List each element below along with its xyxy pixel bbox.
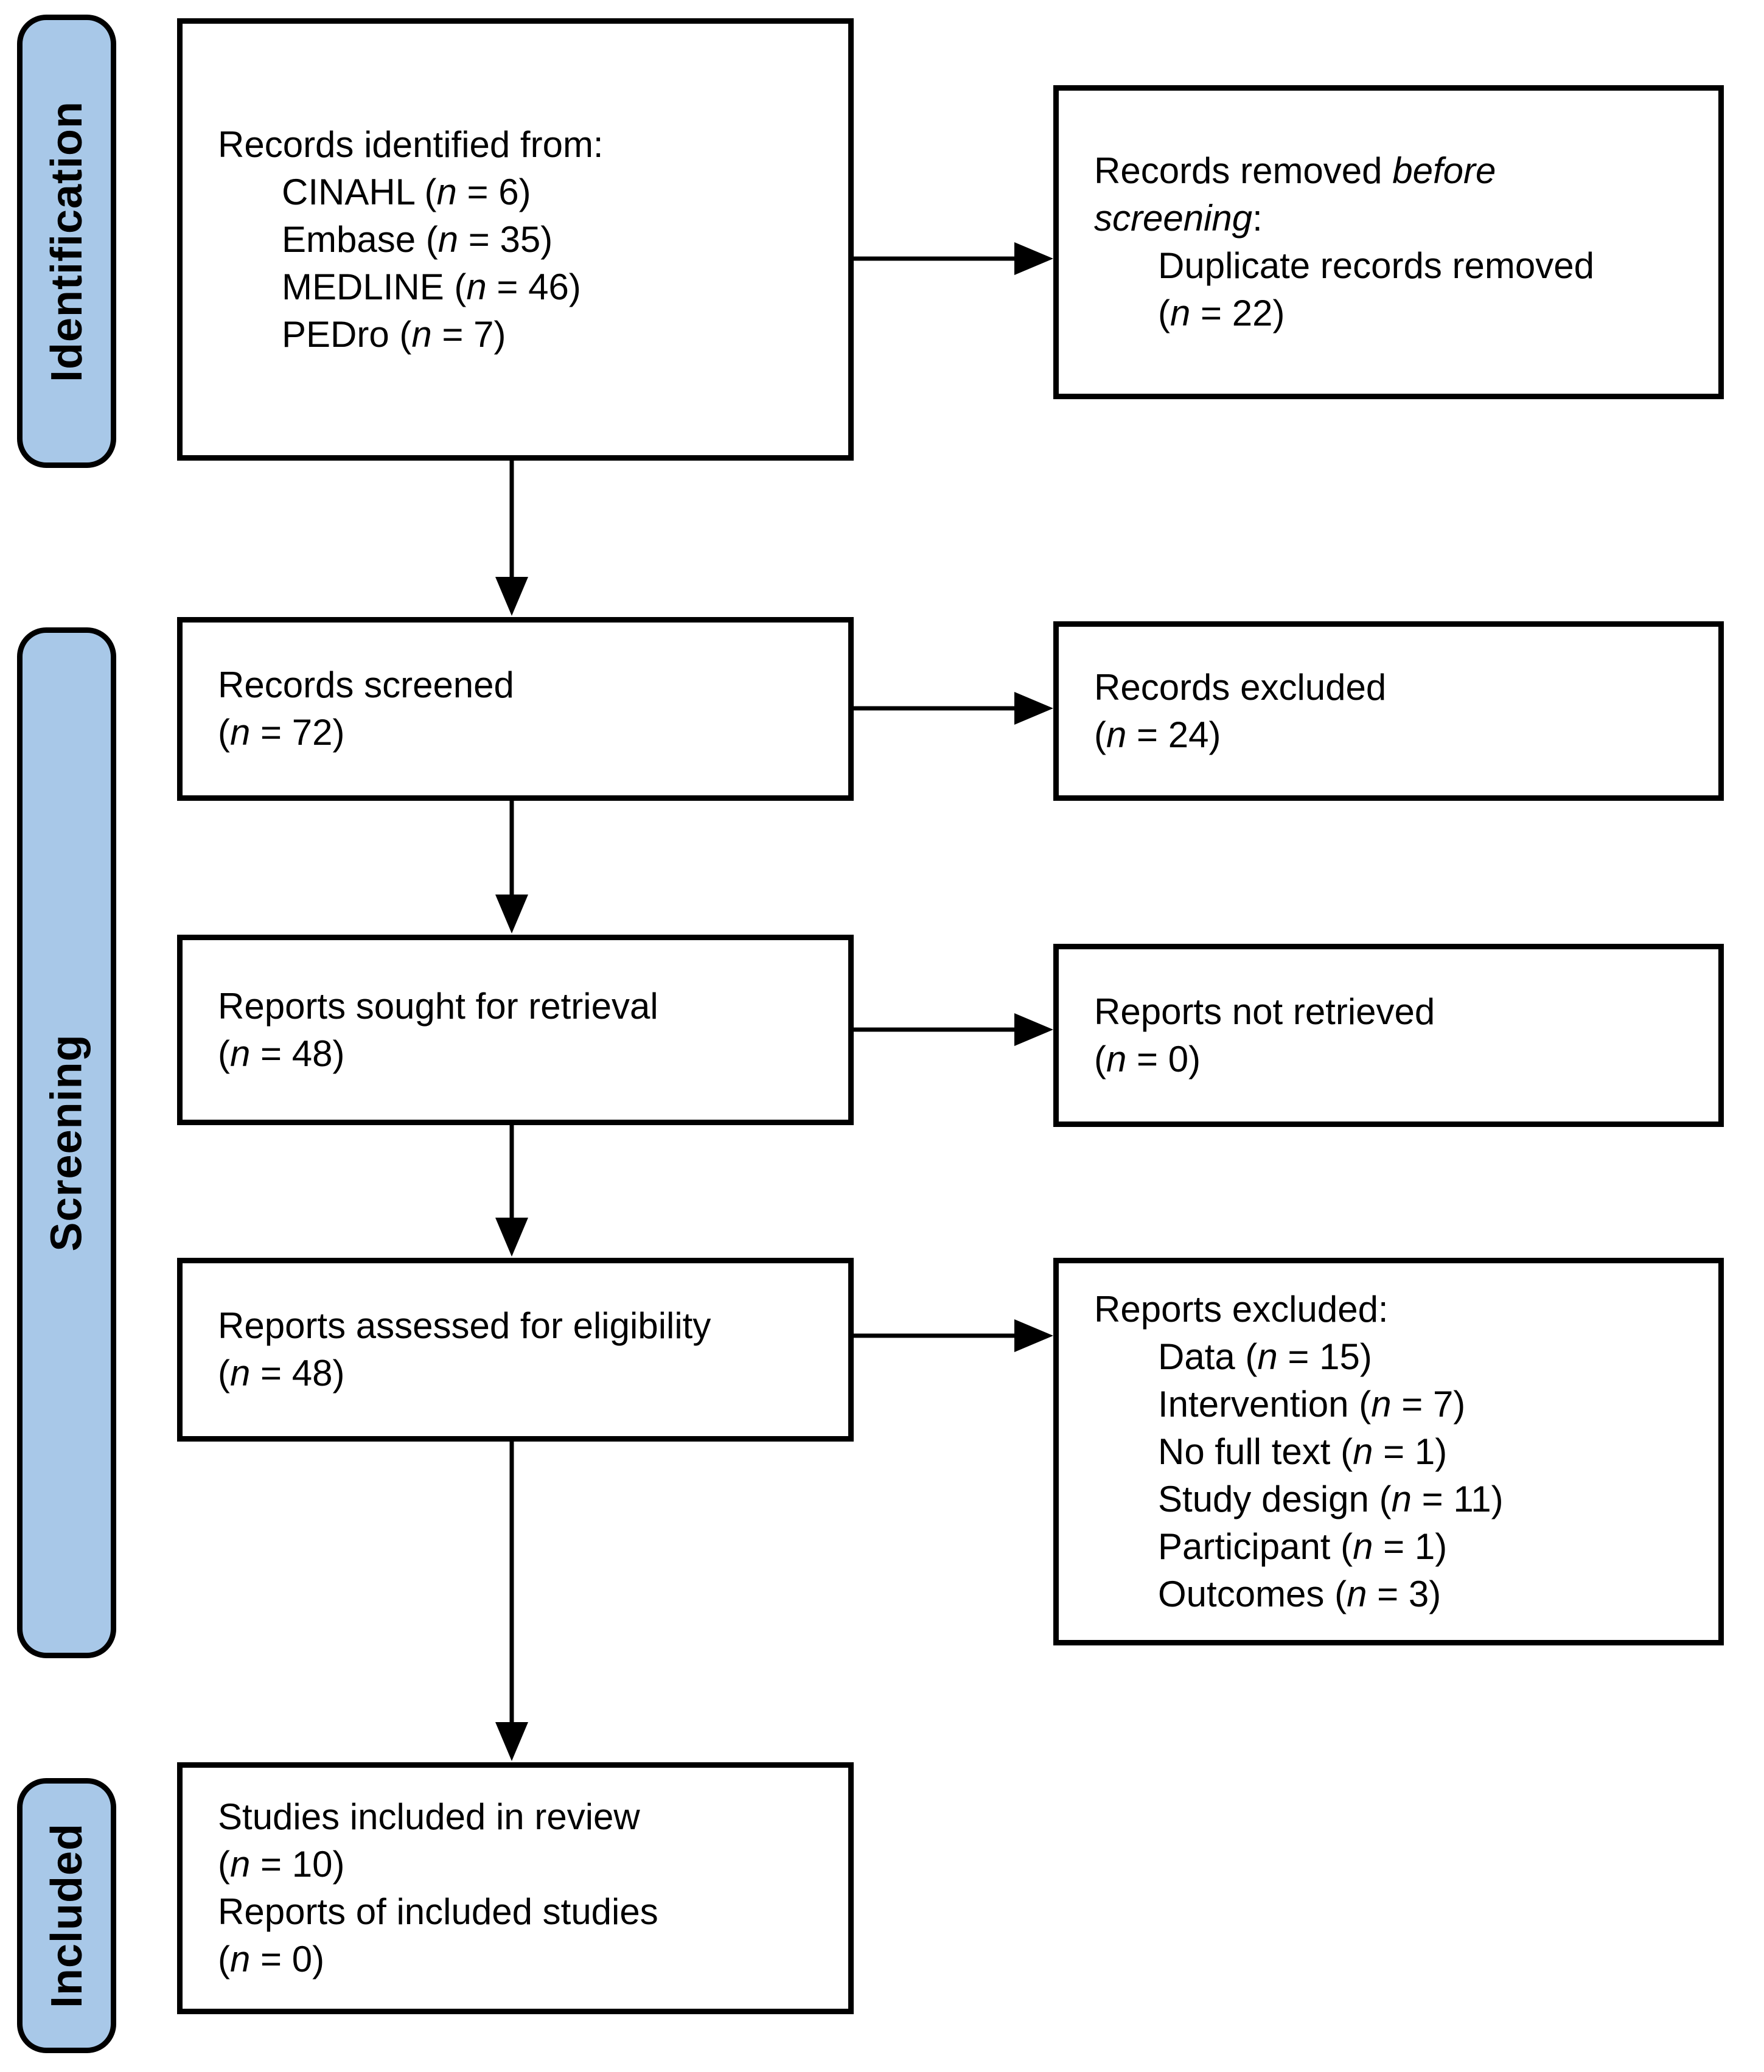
box-records-screened: Records screened (n = 72) <box>177 617 854 801</box>
box-text-line: Outcomes (n = 3) <box>1158 1573 1442 1614</box>
box-text-line: PEDro (n = 7) <box>282 313 506 355</box>
box-text-line: Intervention (n = 7) <box>1158 1383 1466 1425</box>
box-records-removed-before-screening: Records removed before screening: Duplicat… <box>1053 85 1724 399</box>
box-text-line: (n = 0) <box>218 1939 325 1980</box>
arrow-assessed-to-excluded <box>854 1319 1053 1352</box>
box-reports-excluded-reasons: Reports excluded: Data (n = 15) Interventi… <box>1053 1258 1724 1645</box>
box-text-line: (n = 22) <box>1158 293 1285 333</box>
box-text-line: Reports sought for retrieval <box>218 985 658 1027</box>
stage-label-identification: Identification <box>42 100 91 382</box>
box-text-line: Participant (n = 1) <box>1158 1526 1448 1567</box>
box-text-line: Records screened <box>218 665 514 705</box>
box-text-line: (n = 72) <box>218 712 345 753</box>
stage-bar-included: Included <box>17 1778 116 2053</box>
box-text-line: (n = 48) <box>218 1033 345 1074</box>
box-text-line: Records excluded <box>1094 666 1387 708</box>
box-text-line: MEDLINE (n = 46) <box>282 266 581 307</box>
box-text-line: Reports excluded: <box>1094 1288 1389 1330</box>
box-text-line: Study design (n = 11) <box>1158 1478 1504 1519</box>
box-text-line: Studies included in review <box>218 1796 640 1837</box>
arrow-sought-to-assessed <box>495 1125 528 1257</box>
box-text-line: Records removed before <box>1094 150 1496 191</box>
stage-label-included: Included <box>42 1823 91 2009</box>
box-text-line: (n = 10) <box>218 1844 345 1885</box>
arrow-sought-to-not-retrieved <box>854 1013 1053 1046</box>
box-studies-included-in-review: Studies included in review (n = 10) Report… <box>177 1762 854 2014</box>
box-records-excluded: Records excluded (n = 24) <box>1053 621 1724 801</box>
box-text-line: Embase (n = 35) <box>282 218 553 260</box>
box-reports-not-retrieved: Reports not retrieved (n = 0) <box>1053 944 1724 1127</box>
box-text-line: Reports assessed for eligibility <box>218 1305 711 1346</box>
box-text-line: CINAHL (n = 6) <box>282 171 531 212</box>
arrow-identified-to-screened <box>495 461 528 616</box>
box-text-line: (n = 24) <box>1094 714 1221 755</box>
arrow-screened-to-sought <box>495 801 528 933</box>
arrow-screened-to-excluded <box>854 692 1053 725</box>
box-text-line: Records identified from: <box>218 124 604 165</box>
box-text-line: No full text (n = 1) <box>1158 1431 1448 1472</box>
stage-label-screening: Screening <box>42 1034 91 1252</box>
box-reports-sought-for-retrieval: Reports sought for retrieval (n = 48) <box>177 935 854 1125</box>
box-text-line: (n = 0) <box>1094 1038 1201 1080</box>
stage-bar-screening: Screening <box>17 627 116 1658</box>
box-text-line: (n = 48) <box>218 1353 345 1394</box>
box-text-line: screening: <box>1094 198 1263 239</box>
arrow-identified-to-removed <box>854 242 1053 275</box>
box-text-line: Reports not retrieved <box>1094 991 1435 1032</box>
arrow-assessed-to-included <box>495 1442 528 1761</box>
box-text-line: Duplicate records removed <box>1158 245 1594 286</box>
box-records-identified: Records identified from: CINAHL (n = 6) Em… <box>177 18 854 461</box>
box-reports-assessed-for-eligibility: Reports assessed for eligibility (n = 48) <box>177 1258 854 1442</box>
box-text-line: Data (n = 15) <box>1158 1336 1372 1377</box>
box-text-line: Reports of included studies <box>218 1891 658 1932</box>
stage-bar-identification: Identification <box>17 15 116 468</box>
